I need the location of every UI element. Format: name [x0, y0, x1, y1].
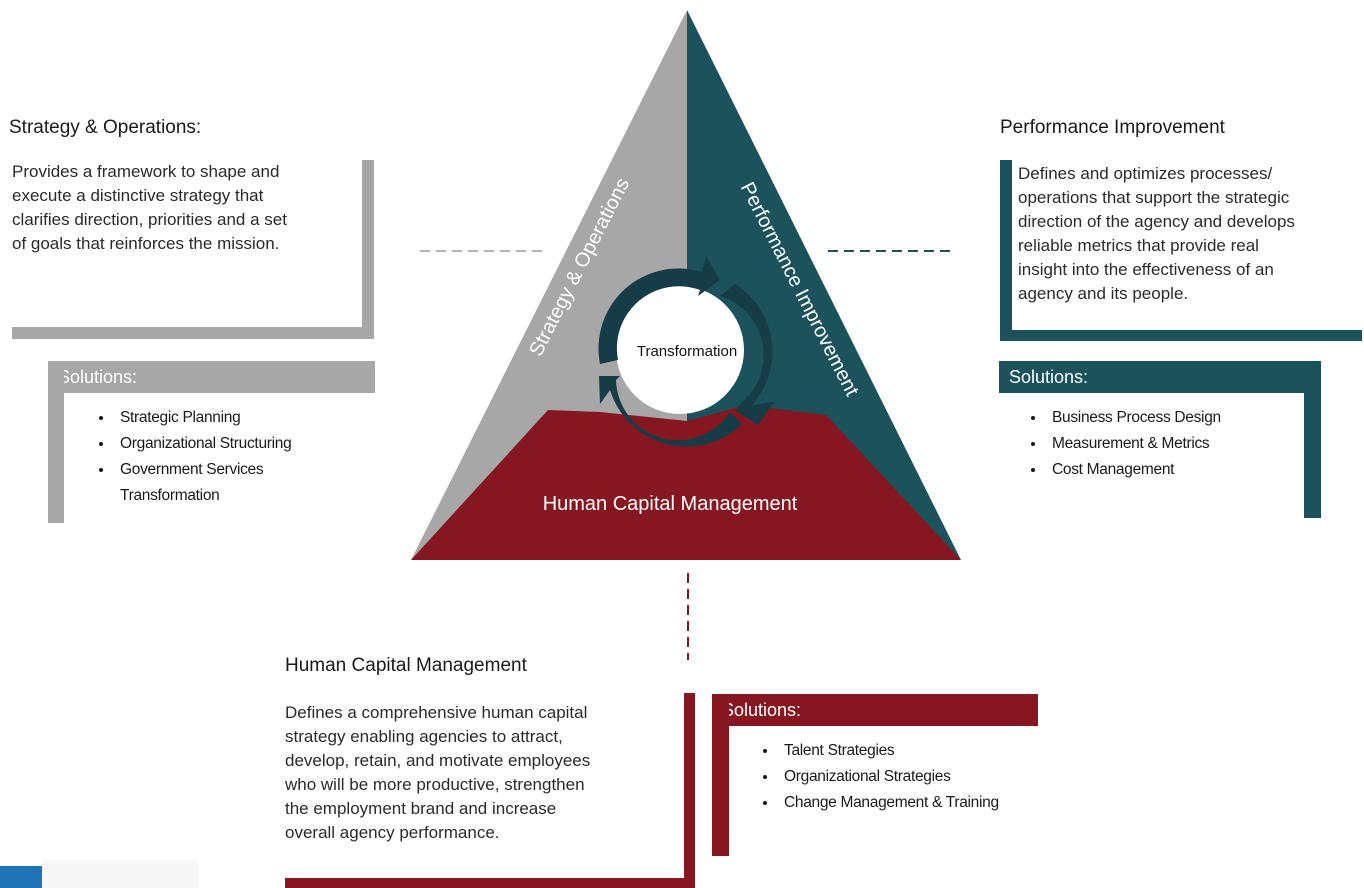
corner-panel	[42, 860, 198, 888]
performance-description-line: reliable metrics that provide real	[1018, 236, 1259, 255]
human-capital-description: Defines a comprehensive human capital st…	[285, 701, 680, 845]
human-capital-frame-bottom	[285, 878, 695, 888]
transformation-circle	[616, 286, 744, 414]
list-item: Talent Strategies	[778, 738, 1038, 764]
strategy-frame-bottom	[12, 327, 374, 339]
human-capital-solutions-list: Talent Strategies Organizational Strateg…	[756, 738, 1038, 816]
strategy-solutions-header: Solutions:	[48, 361, 375, 393]
list-item: Organizational Structuring	[114, 431, 364, 457]
performance-description: Defines and optimizes processes/ operati…	[1018, 162, 1363, 306]
performance-solutions-frame	[1304, 361, 1321, 518]
human-capital-frame-right	[684, 693, 695, 888]
strategy-heading: Strategy & Operations:	[9, 117, 202, 138]
list-item: Strategic Planning	[114, 405, 364, 431]
transformation-label: Transformation	[637, 343, 737, 360]
list-item: Cost Management	[1046, 457, 1316, 483]
list-item: Measurement & Metrics	[1046, 431, 1316, 457]
performance-description-line: operations that support the strategic	[1018, 188, 1290, 207]
strategy-description-line: Provides a framework to shape and	[12, 162, 280, 181]
human-capital-heading: Human Capital Management	[285, 655, 527, 676]
human-capital-description-line: the employment brand and increase	[285, 799, 557, 818]
performance-heading: Performance Improvement	[1000, 117, 1225, 138]
list-item: Business Process Design	[1046, 405, 1316, 431]
human-capital-solutions-frame	[712, 694, 729, 856]
human-capital-description-line: develop, retain, and motivate employees	[285, 751, 591, 770]
strategy-solutions-frame	[48, 361, 64, 523]
strategy-description-line: clarifies direction, priorities and a se…	[12, 210, 287, 229]
strategy-description: Provides a framework to shape and execut…	[12, 160, 362, 256]
corner-accent	[0, 866, 42, 888]
strategy-frame-right	[362, 160, 374, 339]
human-capital-description-line: overall agency performance.	[285, 823, 500, 842]
performance-frame-bottom	[1000, 330, 1362, 341]
human-capital-description-line: who will be more productive, strengthen	[285, 775, 585, 794]
human-capital-solutions-header: Solutions:	[712, 694, 1038, 726]
performance-solutions-list: Business Process Design Measurement & Me…	[1024, 405, 1316, 483]
list-item: Organizational Strategies	[778, 764, 1038, 790]
performance-description-line: Defines and optimizes processes/	[1018, 164, 1273, 183]
strategy-solutions-list: Strategic Planning Organizational Struct…	[92, 405, 364, 509]
performance-description-line: direction of the agency and develops	[1018, 212, 1295, 231]
human-capital-segment	[411, 405, 961, 560]
strategy-description-line: of goals that reinforces the mission.	[12, 234, 280, 253]
strategy-description-line: execute a distinctive strategy that	[12, 186, 264, 205]
human-capital-description-line: Defines a comprehensive human capital	[285, 703, 588, 722]
human-capital-description-line: strategy enabling agencies to attract,	[285, 727, 563, 746]
human-capital-base-label: Human Capital Management	[543, 493, 798, 515]
performance-description-line: insight into the effectiveness of an	[1018, 260, 1274, 279]
cycle-arrows-icon	[598, 256, 774, 447]
performance-frame-left	[1000, 160, 1012, 341]
list-item: Change Management & Training	[778, 790, 1038, 816]
list-item: Government Services Transformation	[114, 457, 364, 509]
performance-description-line: agency and its people.	[1018, 284, 1189, 303]
performance-solutions-header: Solutions:	[999, 361, 1321, 393]
